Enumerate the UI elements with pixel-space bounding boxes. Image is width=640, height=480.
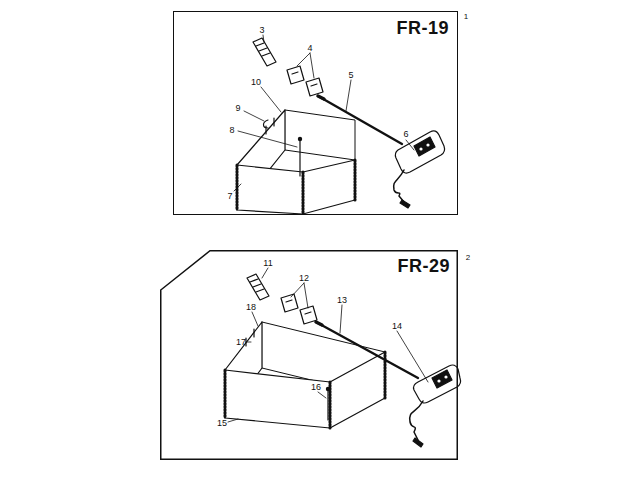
callout-number: 17 <box>236 337 246 347</box>
callout-number: 15 <box>217 418 227 428</box>
callout-number: 8 <box>229 125 234 135</box>
model-title: FR-19 <box>396 18 449 39</box>
figure-number: 1 <box>464 12 468 22</box>
spit-assembly <box>247 274 461 447</box>
callout-number: 5 <box>348 70 353 80</box>
tray-assembly <box>225 322 385 428</box>
callout-number: 7 <box>227 191 232 201</box>
callout-number: 3 <box>259 25 264 35</box>
panel-outline <box>161 251 458 460</box>
callout-number: 10 <box>251 77 261 87</box>
figure-number: 2 <box>466 253 470 263</box>
callout-number: 9 <box>235 103 240 113</box>
callout-number: 18 <box>246 302 256 312</box>
callout-number: 14 <box>392 321 402 331</box>
callout-number: 4 <box>307 43 312 53</box>
leader-lines <box>228 268 428 422</box>
callout-number: 16 <box>311 382 321 392</box>
tray-assembly <box>237 110 355 214</box>
model-title: FR-29 <box>397 256 450 277</box>
leader-lines <box>234 35 414 191</box>
callout-number: 11 <box>263 258 272 268</box>
spit-assembly <box>253 38 445 208</box>
callout-number: 12 <box>299 273 309 283</box>
callout-number: 6 <box>403 129 408 139</box>
callout-number: 13 <box>337 295 347 305</box>
panel-frame: FR-19 <box>173 11 458 215</box>
